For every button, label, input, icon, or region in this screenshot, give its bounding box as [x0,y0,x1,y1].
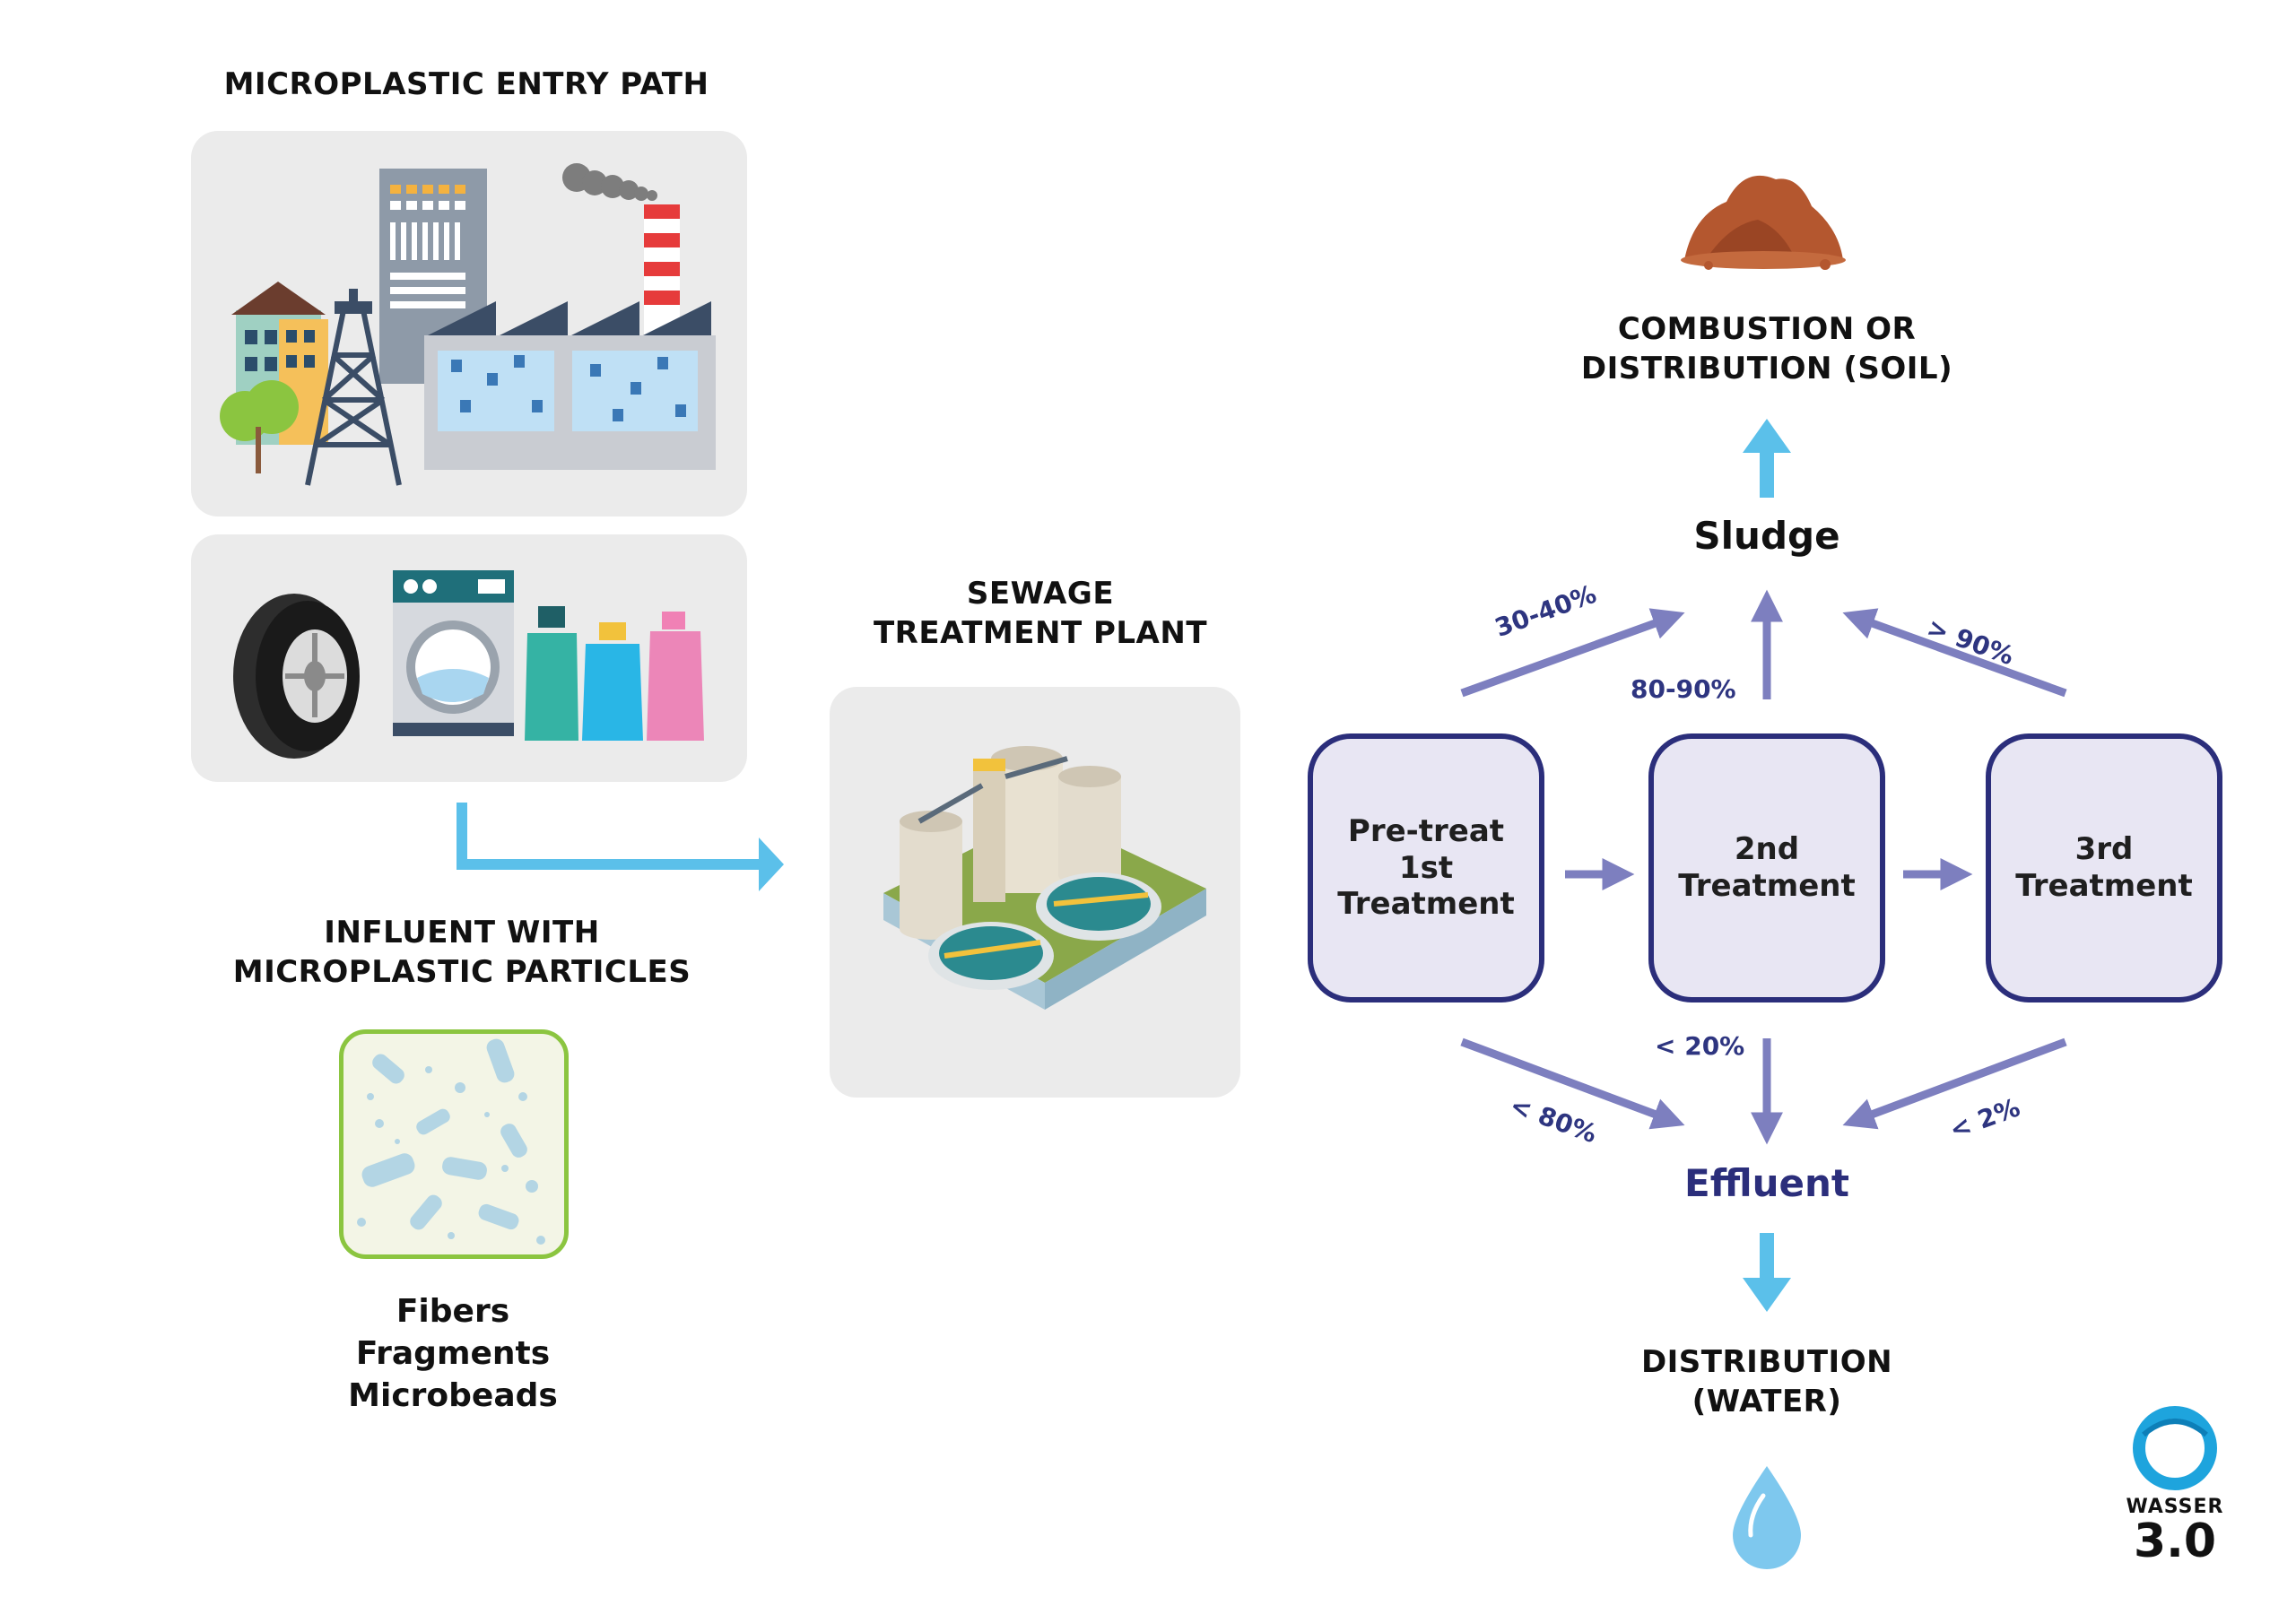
influent-heading: INFLUENT WITH MICROPLASTIC PARTICLES [206,913,718,992]
effluent-label: Effluent [1684,1161,1849,1205]
pretreat-line2: 1st [1398,849,1454,886]
wasser-logo: WASSER 3.0 [2117,1399,2233,1578]
particle-type-fibers: Fibers [396,1293,510,1330]
plant-heading-line1: SEWAGE [966,576,1115,612]
water-destination: DISTRIBUTION (WATER) [1596,1342,1937,1421]
second-line2: Treatment [1678,868,1856,904]
arrow-sludge-to-soil [1743,419,1791,498]
industry-panel [191,131,747,516]
industry-illustration [220,163,716,486]
pct-second-effluent: < 20% [1655,1031,1745,1061]
particle-sample-image [339,1029,569,1259]
soil-destination-line1: COMBUSTION OR [1617,311,1917,347]
second-line1: 2nd [1734,831,1800,868]
treatment-box-third: 3rd Treatment [1986,733,2222,1002]
wasser-logo-word: WASSER [2126,1496,2224,1518]
pct-pretreat-effluent: < 80% [1506,1089,1601,1150]
arrow-effluent-to-water [1743,1233,1791,1312]
treatment-box-pretreat: Pre-treat 1st Treatment [1308,733,1544,1002]
soil-destination-line2: DISTRIBUTION (SOIL) [1580,351,1953,387]
pretreat-line3: Treatment [1337,886,1515,923]
pct-pretreat-sludge: 30-40% [1491,578,1601,644]
sludge-label: Sludge [1693,514,1840,558]
particle-type-microbeads: Microbeads [348,1376,558,1414]
particle-type-fragments: Fragments [355,1334,551,1372]
products-panel [191,534,747,782]
soil-destination: COMBUSTION OR DISTRIBUTION (SOIL) [1552,309,1982,388]
influent-heading-line1: INFLUENT WITH [324,915,600,950]
pretreat-line1: Pre-treat [1347,812,1505,849]
influent-heading-line2: MICROPLASTIC PARTICLES [232,954,691,991]
arrow-third-to-effluent [1842,1037,2067,1130]
wasser-logo-number: 3.0 [2133,1515,2217,1568]
treatment-box-second: 2nd Treatment [1648,733,1885,1002]
pct-third-sludge: > 90% [1923,612,2018,672]
particle-types: Fibers Fragments Microbeads [296,1291,610,1417]
plant-heading-line2: TREATMENT PLANT [873,615,1208,652]
plant-heading: SEWAGE TREATMENT PLANT [834,574,1247,653]
entry-heading: MICROPLASTIC ENTRY PATH [223,66,709,102]
wasser-logo-ring-icon [2133,1406,2217,1490]
sewage-plant-illustration [883,746,1206,1010]
plant-panel [830,687,1240,1098]
water-destination-line1: DISTRIBUTION [1640,1344,1893,1380]
third-line2: Treatment [2015,868,2193,904]
pct-third-effluent: < 2% [1945,1092,2024,1146]
pct-second-sludge: 80-90% [1631,674,1736,704]
products-illustration [233,570,704,759]
water-destination-line2: (WATER) [1692,1384,1842,1420]
third-line1: 3rd [2074,831,2134,868]
